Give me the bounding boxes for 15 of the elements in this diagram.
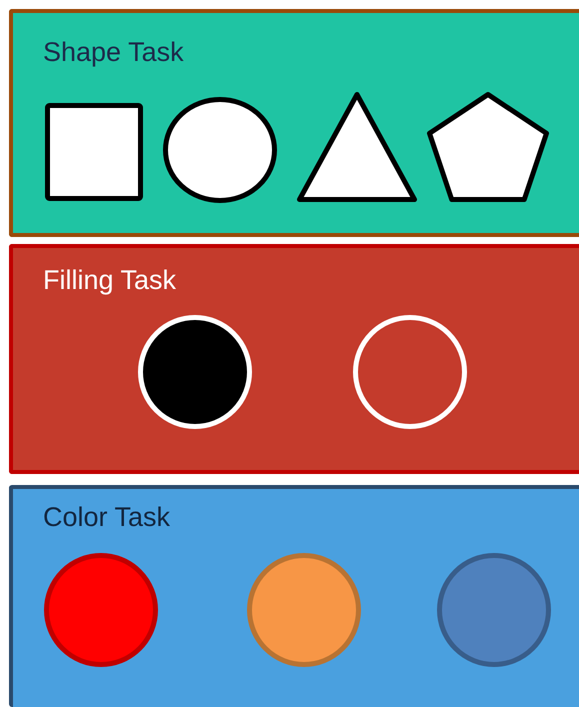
circle-shape bbox=[247, 553, 361, 667]
task-panel bbox=[9, 9, 579, 237]
panel-title: Filling Task bbox=[43, 265, 176, 296]
triangle-shape bbox=[297, 92, 417, 202]
panel-title: Shape Task bbox=[43, 37, 184, 68]
panel-title: Color Task bbox=[43, 502, 170, 533]
circle-shape bbox=[138, 315, 252, 429]
square-shape bbox=[45, 103, 143, 201]
circle-shape bbox=[437, 553, 551, 667]
pentagon-shape bbox=[427, 92, 549, 202]
circle-shape bbox=[353, 315, 467, 429]
task-panel bbox=[9, 485, 579, 707]
circle-shape bbox=[163, 97, 277, 203]
task-panel bbox=[9, 244, 579, 474]
circle-shape bbox=[44, 553, 158, 667]
